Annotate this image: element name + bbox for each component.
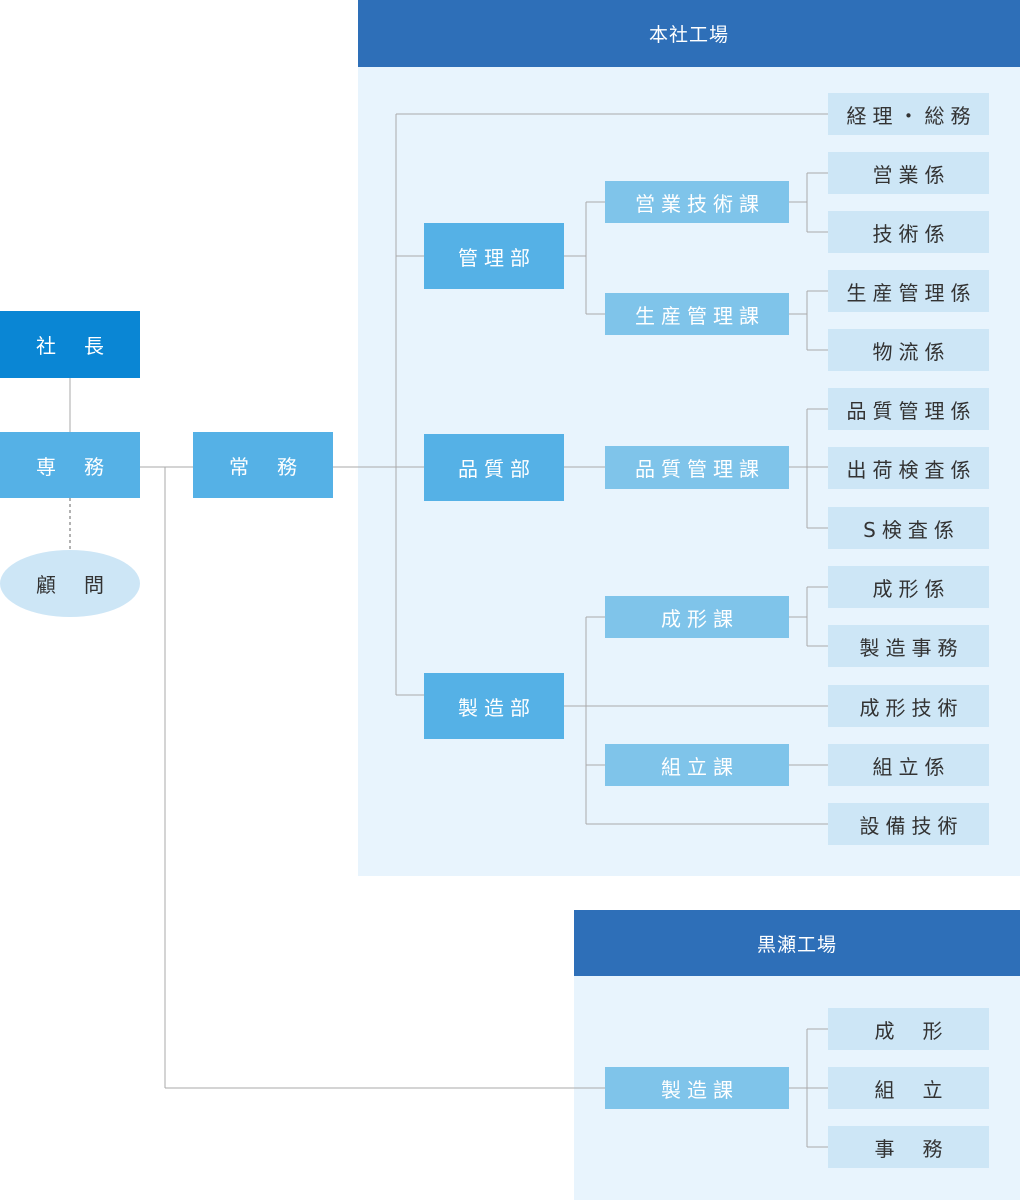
kurose-assembly-unit-box: 組立 xyxy=(828,1067,989,1109)
kurose-header: 黒瀬工場 xyxy=(574,910,1020,976)
sales-unit-box: 営業係 xyxy=(828,152,989,194)
manufacturing-dept-box: 製造部 xyxy=(424,673,564,739)
equipment-tech-unit-box: 設備技術 xyxy=(828,803,989,845)
advisor-oval: 顧問 xyxy=(0,550,140,617)
s-inspect-unit-box: S検査係 xyxy=(828,507,989,549)
admin-dept-box: 管理部 xyxy=(424,223,564,289)
honsha-header: 本社工場 xyxy=(358,0,1020,67)
molding-tech-unit-box: 成形技術 xyxy=(828,685,989,727)
president-box: 社長 xyxy=(0,311,140,378)
quality-dept-box: 品質部 xyxy=(424,434,564,501)
sales-tech-section-box: 営業技術課 xyxy=(605,181,789,223)
tech-unit-box: 技術係 xyxy=(828,211,989,253)
kurose-mfg-section-box: 製造課 xyxy=(605,1067,789,1109)
assembly-section-box: 組立課 xyxy=(605,744,789,786)
shipping-inspect-unit-box: 出荷検査係 xyxy=(828,447,989,489)
accounting-unit-box: 経理・総務 xyxy=(828,93,989,135)
qc-unit-box: 品質管理係 xyxy=(828,388,989,430)
mfg-office-unit-box: 製造事務 xyxy=(828,625,989,667)
kurose-office-unit-box: 事務 xyxy=(828,1126,989,1168)
prod-mgmt-unit-box: 生産管理係 xyxy=(828,270,989,312)
kurose-molding-unit-box: 成形 xyxy=(828,1008,989,1050)
molding-unit-box: 成形係 xyxy=(828,566,989,608)
managing-director-box: 常務 xyxy=(193,432,333,498)
molding-section-box: 成形課 xyxy=(605,596,789,638)
logistics-unit-box: 物流係 xyxy=(828,329,989,371)
quality-mgmt-section-box: 品質管理課 xyxy=(605,446,789,489)
assembly-unit-box: 組立係 xyxy=(828,744,989,786)
production-mgmt-section-box: 生産管理課 xyxy=(605,293,789,335)
senior-director-box: 専務 xyxy=(0,432,140,498)
